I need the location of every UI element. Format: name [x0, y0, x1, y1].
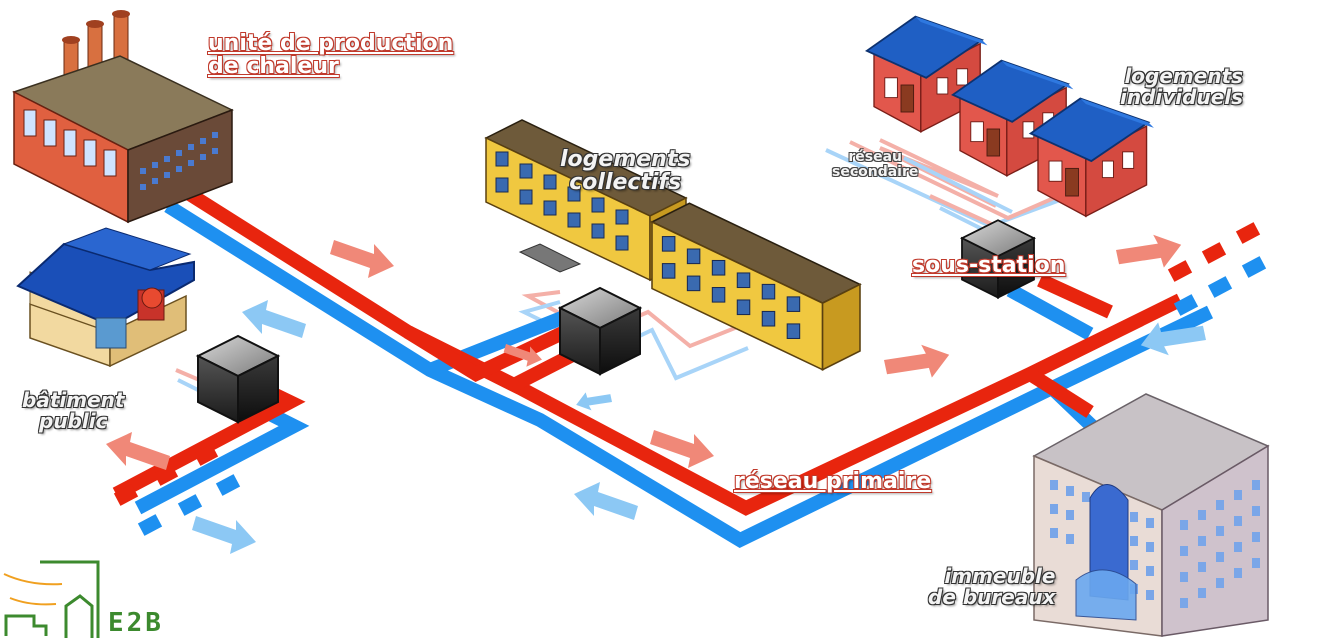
label-primaire-text: réseau primaire: [734, 469, 932, 494]
secondary-network-individuels: [825, 138, 1087, 240]
factory-icon: [12, 10, 234, 224]
logo-text: E2B: [108, 608, 164, 638]
apartment-building-icon: [485, 119, 861, 371]
label-sous-station-text: sous-station: [912, 253, 1066, 278]
primary-network-hot: [112, 182, 1184, 516]
label-bureaux-line2: de bureaux: [928, 585, 1056, 609]
e2b-logo-icon: [3, 560, 100, 638]
label-bureaux: immeuble de bureaux: [928, 566, 1055, 608]
label-public: bâtiment public: [22, 390, 124, 432]
label-production: unité de production de chaleur: [208, 32, 453, 78]
label-individuels-line2: individuels: [1120, 85, 1244, 109]
label-secondaire: réseau secondaire: [832, 149, 919, 181]
house-icon: [865, 15, 1155, 218]
dashed-pipe-ends: [113, 222, 1267, 536]
label-collectifs-line1: logements: [560, 147, 691, 172]
public-building-icon: [16, 227, 195, 368]
label-collectifs: logements collectifs: [560, 148, 690, 194]
label-production-line2: de chaleur: [208, 54, 339, 80]
label-individuels-line1: logements: [1124, 64, 1244, 88]
label-sous-station: sous-station: [912, 254, 1065, 277]
label-public-line1: bâtiment: [22, 388, 125, 412]
label-secondaire-line1: réseau: [848, 149, 903, 165]
label-individuels: logements individuels: [1120, 66, 1243, 108]
label-primaire: réseau primaire: [734, 470, 931, 493]
label-collectifs-line2: collectifs: [569, 170, 682, 196]
label-secondaire-line2: secondaire: [832, 164, 919, 181]
office-tower-icon: [1032, 393, 1270, 637]
label-public-line2: public: [39, 409, 108, 433]
label-bureaux-line1: immeuble: [944, 564, 1056, 588]
label-production-line1: unité de production: [208, 31, 454, 56]
